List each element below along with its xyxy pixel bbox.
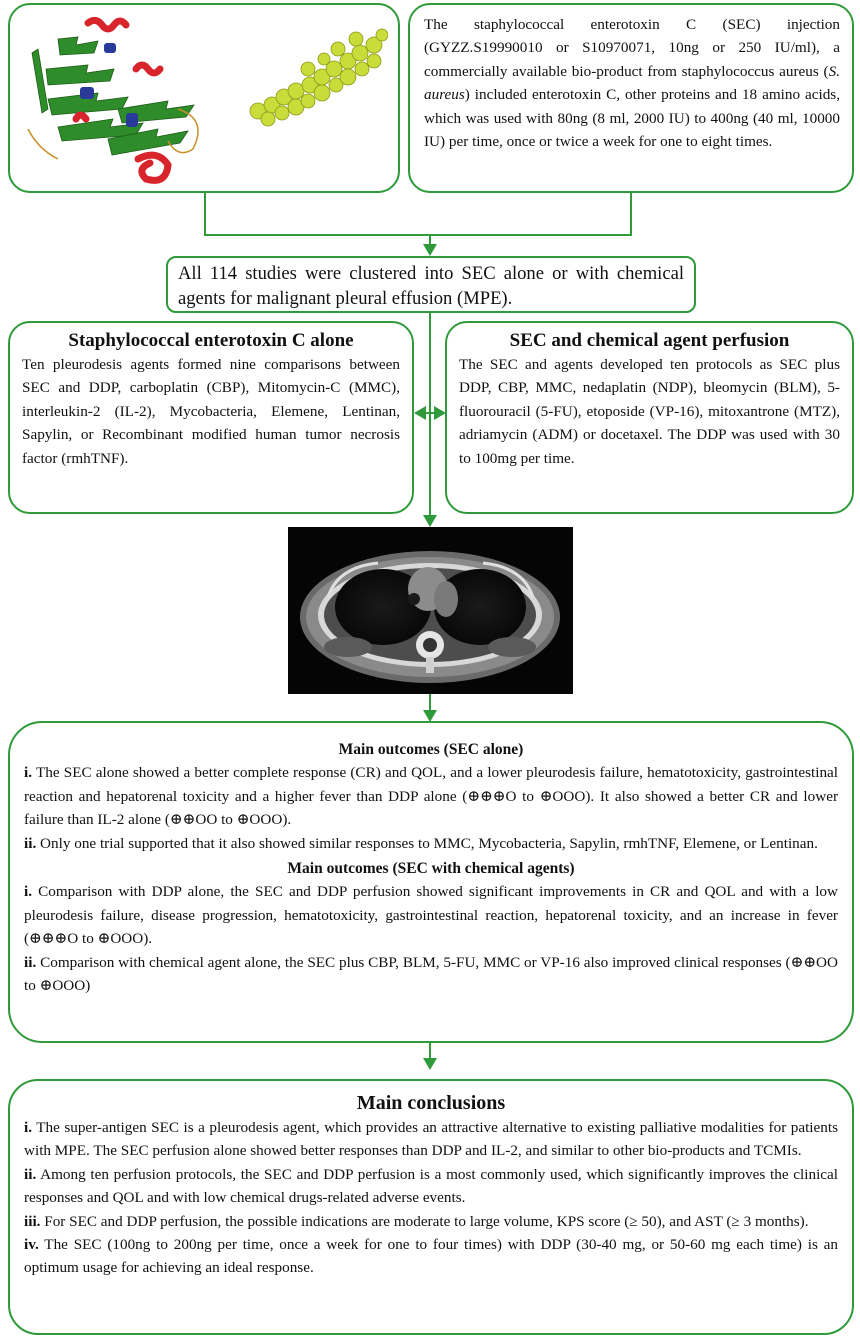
sec-chemical-body: The SEC and agents developed ten protoco…	[459, 356, 840, 467]
conclusion-item: i. The super-antigen SEC is a pleurodesi…	[24, 1119, 838, 1160]
connector	[429, 313, 431, 517]
arrow-down-icon	[423, 710, 437, 722]
sec-injection-description: The staphylococcal enterotoxin C (SEC) i…	[424, 16, 840, 151]
arrow-down-icon	[423, 515, 437, 527]
sec-alone-box: Staphylococcal enterotoxin C alone Ten p…	[8, 321, 414, 514]
main-conclusions-box: Main conclusions i. The super-antigen SE…	[8, 1079, 854, 1335]
arrow-down-icon	[423, 244, 437, 256]
outcome-sec-alone-item: ii. Only one trial supported that it als…	[24, 834, 818, 852]
sec-injection-description-box: The staphylococcal enterotoxin C (SEC) i…	[408, 3, 854, 193]
outcomes-sec-chemical-title: Main outcomes (SEC with chemical agents)	[287, 860, 575, 878]
outcome-sec-alone-item: i. The SEC alone showed a better complet…	[24, 764, 838, 829]
studies-summary-box: All 114 studies were clustered into SEC …	[166, 256, 696, 313]
outcome-sec-chemical-item: ii. Comparison with chemical agent alone…	[24, 953, 838, 995]
connector	[429, 234, 431, 246]
conclusion-item: iii. For SEC and DDP perfusion, the poss…	[24, 1212, 809, 1230]
studies-summary-text: All 114 studies were clustered into SEC …	[178, 263, 684, 309]
conclusions-title: Main conclusions	[356, 1092, 506, 1114]
connector	[422, 412, 438, 414]
conclusion-item: iv. The SEC (100ng to 200ng per time, on…	[24, 1236, 838, 1277]
sec-protein-structure-image	[27, 16, 199, 184]
sec-alone-body: Ten pleurodesis agents formed nine compa…	[22, 356, 400, 467]
protein-image-box	[8, 3, 400, 193]
ct-scan-image	[288, 527, 573, 694]
connector	[204, 193, 206, 236]
arrow-left-icon	[414, 406, 426, 420]
staphylococcus-bacteria-image	[249, 28, 388, 127]
main-outcomes-box: Main outcomes (SEC alone) i. The SEC alo…	[8, 721, 854, 1043]
arrow-down-icon	[423, 1058, 437, 1070]
arrow-right-icon	[434, 406, 446, 420]
sec-alone-title: Staphylococcal enterotoxin C alone	[68, 330, 354, 351]
conclusion-item: ii. Among ten perfusion protocols, the S…	[24, 1165, 838, 1207]
connector	[204, 234, 632, 236]
connector	[429, 694, 431, 712]
sec-chemical-box: SEC and chemical agent perfusion The SEC…	[445, 321, 854, 514]
connector	[429, 1043, 431, 1060]
outcome-sec-chemical-item: i. Comparison with DDP alone, the SEC an…	[24, 883, 838, 948]
sec-chemical-title: SEC and chemical agent perfusion	[509, 330, 790, 351]
connector	[630, 193, 632, 236]
outcomes-sec-alone-title: Main outcomes (SEC alone)	[338, 741, 524, 758]
